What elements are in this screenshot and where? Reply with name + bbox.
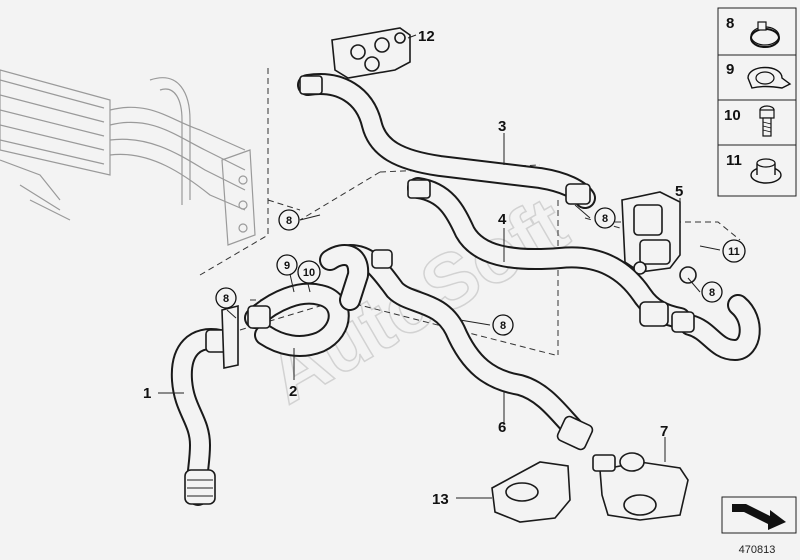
bracket-13 xyxy=(491,461,571,523)
callout-8-b-text: 8 xyxy=(602,213,608,225)
legend-number-10: 10 xyxy=(724,107,741,124)
heater-core-ghost xyxy=(0,69,256,246)
grommet-icon xyxy=(750,158,782,184)
hose-1 xyxy=(170,304,239,506)
part-label-7: 7 xyxy=(660,423,668,440)
part-label-1: 1 xyxy=(143,385,151,402)
part-label-12: 12 xyxy=(418,28,435,45)
part-label-4: 4 xyxy=(498,211,507,228)
part-label-3: 3 xyxy=(498,118,506,135)
diagram-number: 470813 xyxy=(739,544,776,556)
legend-number-9: 9 xyxy=(726,61,734,78)
callout-8-c-text: 8 xyxy=(709,287,715,299)
direction-arrow-box xyxy=(721,496,797,534)
bracket-12 xyxy=(331,27,411,79)
callout-9: 9 xyxy=(276,254,298,276)
callout-10-text: 10 xyxy=(303,267,315,279)
callout-8-d-text: 8 xyxy=(223,293,229,305)
part-label-2: 2 xyxy=(289,383,297,400)
valve-5 xyxy=(621,191,697,284)
hose-4 xyxy=(407,177,761,361)
part-label-6: 6 xyxy=(498,419,506,436)
callout-8-b: 8 xyxy=(594,207,616,229)
callout-11-text: 11 xyxy=(728,246,740,258)
callout-8-e-text: 8 xyxy=(500,320,506,332)
pump-7 xyxy=(592,452,689,521)
legend-number-8: 8 xyxy=(726,15,734,32)
callout-8-d: 8 xyxy=(215,287,237,309)
callout-9-text: 9 xyxy=(284,260,290,272)
hose-6 xyxy=(339,244,594,451)
legend-number-11: 11 xyxy=(726,152,742,169)
callout-10: 10 xyxy=(297,260,321,284)
callout-11: 11 xyxy=(722,239,746,263)
part-label-13: 13 xyxy=(432,491,449,508)
leader-lines xyxy=(158,34,721,499)
pipe-clip-icon xyxy=(747,66,792,89)
hose-clamp-icon xyxy=(750,21,780,48)
callout-8-a: 8 xyxy=(278,209,300,231)
callout-8-c: 8 xyxy=(701,281,723,303)
part-label-5: 5 xyxy=(675,183,683,200)
screw-icon xyxy=(759,105,775,137)
callout-8-e: 8 xyxy=(492,314,514,336)
legend-panel: 8 9 10 11 xyxy=(717,7,797,197)
hose-2 xyxy=(244,244,370,357)
callout-8-a-text: 8 xyxy=(286,215,292,227)
hose-3 xyxy=(297,73,596,209)
